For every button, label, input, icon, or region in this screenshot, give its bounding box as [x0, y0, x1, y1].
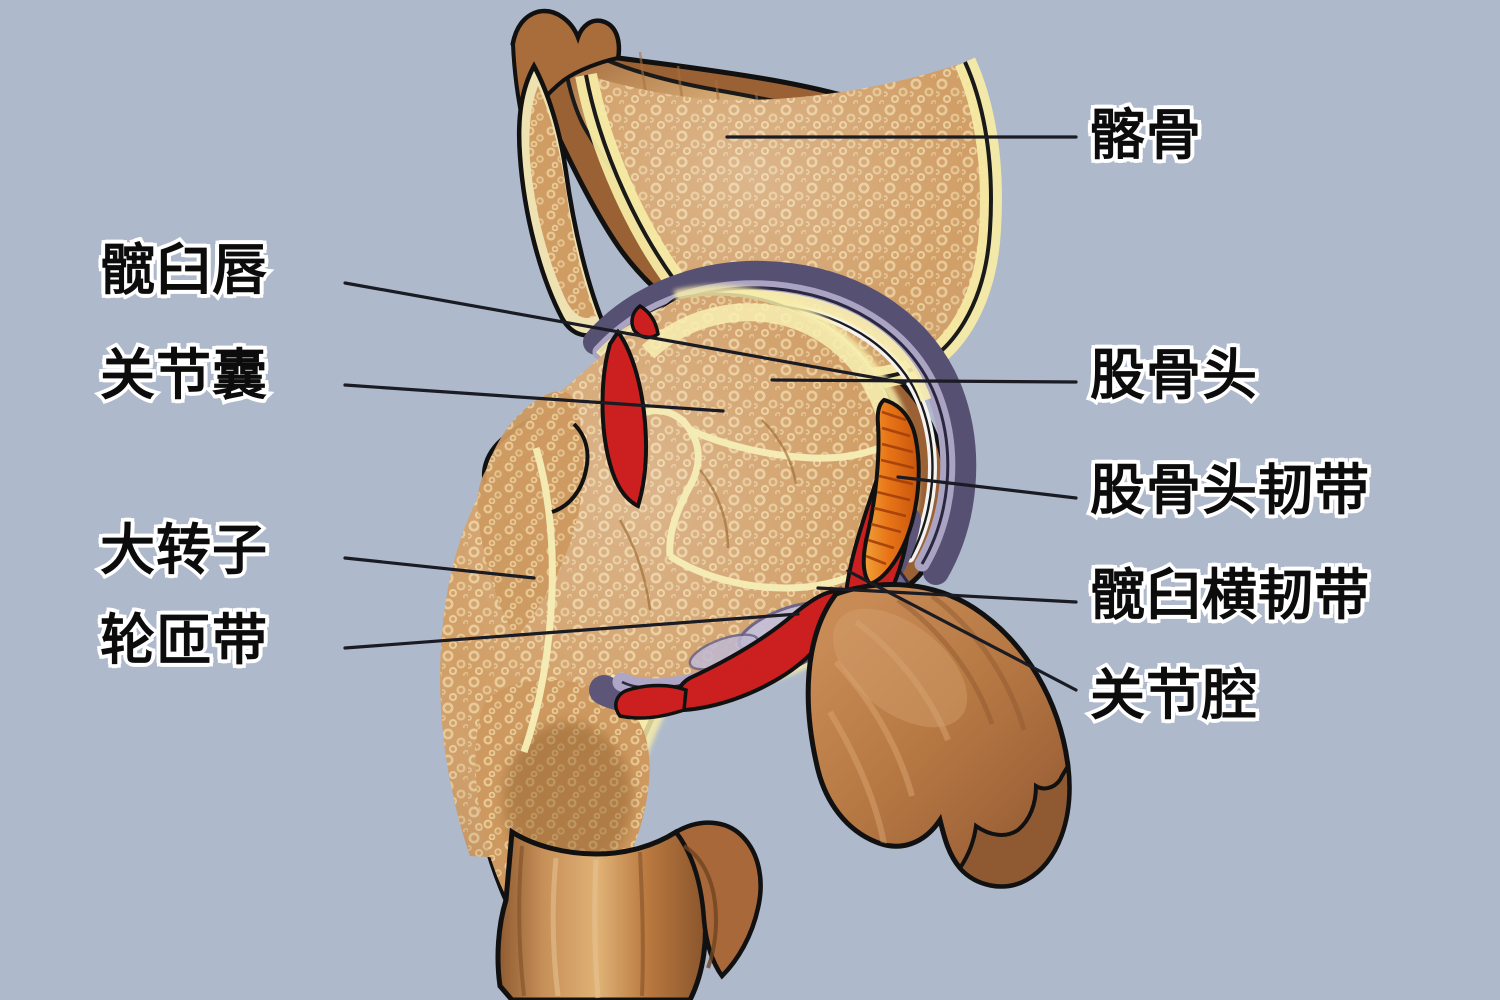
leader-line-greater-trochanter — [343, 556, 536, 580]
label-zona-orbicularis: 轮匝带 — [96, 609, 270, 671]
label-acetabular-labrum: 髋臼唇 — [96, 239, 270, 301]
lesser-trochanter — [672, 820, 763, 980]
leader-line-femoral-head — [770, 378, 1078, 384]
label-femoral-head-text: 股骨头 — [1086, 343, 1260, 407]
label-greater-trochanter: 大转子 — [96, 519, 270, 581]
label-ilium: 髂骨 — [1086, 104, 1204, 166]
leader-line-joint-cavity — [846, 569, 1078, 692]
leader-line-joint-capsule — [343, 383, 725, 413]
label-ilium-text: 髂骨 — [1086, 103, 1204, 167]
label-ligament-of-head-of-femur-text: 股骨头韧带 — [1086, 458, 1372, 522]
leader-line-acetabular-labrum — [343, 281, 907, 385]
label-acetabular-labrum-text: 髋臼唇 — [96, 238, 270, 302]
label-joint-capsule: 关节囊 — [96, 344, 270, 406]
label-joint-cavity-text: 关节腔 — [1086, 663, 1260, 727]
leader-line-ligament-of-head-of-femur — [896, 475, 1078, 500]
ischium-pubis — [805, 582, 1072, 889]
label-transverse-acetabular-ligament: 髋臼横韧带 — [1086, 564, 1372, 626]
label-joint-capsule-text: 关节囊 — [96, 343, 270, 407]
medullary-cavity-shade — [504, 722, 632, 878]
ligament-striations — [865, 410, 915, 566]
leader-line-transverse-acetabular-ligament — [816, 586, 1078, 604]
leader-line-zona-orbicularis — [343, 612, 800, 650]
label-transverse-acetabular-ligament-text: 髋臼横韧带 — [1086, 563, 1372, 627]
label-joint-cavity: 关节腔 — [1086, 664, 1260, 726]
label-greater-trochanter-text: 大转子 — [96, 518, 270, 582]
joint-capsule-outer — [583, 260, 977, 585]
label-zona-orbicularis-text: 轮匝带 — [96, 608, 270, 672]
leader-lines — [343, 135, 1078, 692]
trabecular-line-markings — [520, 407, 886, 754]
label-femoral-head: 股骨头 — [1086, 344, 1260, 406]
label-ligament-of-head-of-femur: 股骨头韧带 — [1086, 459, 1372, 521]
femoral-shaft — [495, 820, 763, 1000]
